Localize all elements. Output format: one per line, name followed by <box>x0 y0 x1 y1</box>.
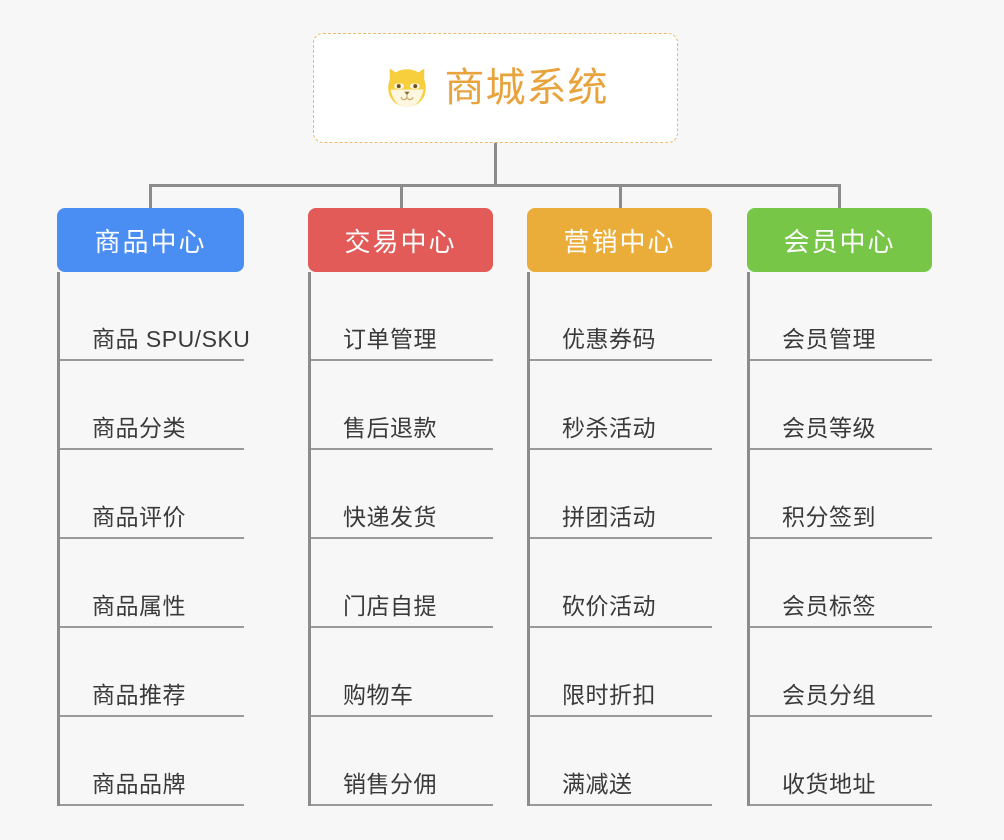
leaf-item[interactable]: 商品评价 <box>60 450 244 539</box>
leaf-label: 商品属性 <box>92 592 186 619</box>
category-label: 商品中心 <box>94 226 207 257</box>
connector-drop-product-center <box>149 184 152 209</box>
leaf-label: 销售分佣 <box>343 770 437 797</box>
leaf-item[interactable]: 商品属性 <box>60 539 244 628</box>
branch-product-center: 商品中心 商品 SPU/SKU 商品分类 商品评价 商品属性 商品推荐 商品品牌 <box>57 208 250 806</box>
leaf-item[interactable]: 会员标签 <box>750 539 932 628</box>
leaf-item[interactable]: 订单管理 <box>311 272 493 361</box>
leaf-label: 限时折扣 <box>562 681 656 708</box>
leaf-list-marketing-center: 优惠券码 秒杀活动 拼团活动 砍价活动 限时折扣 满减送 <box>527 272 712 806</box>
leaf-label: 优惠券码 <box>562 325 656 352</box>
leaf-label: 会员管理 <box>782 325 876 352</box>
leaf-item[interactable]: 快递发货 <box>311 450 493 539</box>
root-title: 商城系统 <box>444 66 609 110</box>
leaf-label: 收货地址 <box>782 770 876 797</box>
leaf-list-member-center: 会员管理 会员等级 积分签到 会员标签 会员分组 收货地址 <box>747 272 932 806</box>
leaf-item[interactable]: 售后退款 <box>311 361 493 450</box>
leaf-item[interactable]: 收货地址 <box>750 717 932 806</box>
leaf-label: 商品推荐 <box>92 681 186 708</box>
branch-member-center: 会员中心 会员管理 会员等级 积分签到 会员标签 会员分组 收货地址 <box>747 208 932 806</box>
leaf-item[interactable]: 商品推荐 <box>60 628 244 717</box>
leaf-item[interactable]: 销售分佣 <box>311 717 493 806</box>
category-header-product-center[interactable]: 商品中心 <box>57 208 244 272</box>
leaf-label: 门店自提 <box>343 592 437 619</box>
leaf-item[interactable]: 拼团活动 <box>530 450 712 539</box>
connector-horizontal-bus <box>150 184 840 187</box>
connector-root-stem <box>494 143 497 186</box>
branch-trade-center: 交易中心 订单管理 售后退款 快递发货 门店自提 购物车 销售分佣 <box>308 208 493 806</box>
connector-drop-marketing-center <box>619 184 622 209</box>
connector-drop-trade-center <box>400 184 403 209</box>
category-header-trade-center[interactable]: 交易中心 <box>308 208 493 272</box>
leaf-item[interactable]: 会员等级 <box>750 361 932 450</box>
leaf-label: 售后退款 <box>343 414 437 441</box>
leaf-label: 秒杀活动 <box>562 414 656 441</box>
leaf-label: 会员标签 <box>782 592 876 619</box>
leaf-item[interactable]: 优惠券码 <box>530 272 712 361</box>
category-label: 营销中心 <box>563 226 676 257</box>
leaf-item[interactable]: 积分签到 <box>750 450 932 539</box>
category-label: 交易中心 <box>344 226 457 257</box>
category-label: 会员中心 <box>783 226 896 257</box>
leaf-label: 商品分类 <box>92 414 186 441</box>
leaf-item[interactable]: 商品品牌 <box>60 717 244 806</box>
leaf-label: 商品 SPU/SKU <box>92 325 251 352</box>
leaf-label: 快递发货 <box>343 503 437 530</box>
leaf-item[interactable]: 会员分组 <box>750 628 932 717</box>
leaf-label: 积分签到 <box>782 503 876 530</box>
leaf-list-product-center: 商品 SPU/SKU 商品分类 商品评价 商品属性 商品推荐 商品品牌 <box>57 272 250 806</box>
leaf-item[interactable]: 商品 SPU/SKU <box>60 272 250 361</box>
leaf-item[interactable]: 会员管理 <box>750 272 932 361</box>
leaf-label: 商品评价 <box>92 503 186 530</box>
category-header-marketing-center[interactable]: 营销中心 <box>527 208 712 272</box>
leaf-item[interactable]: 砍价活动 <box>530 539 712 628</box>
shiba-dog-face-icon <box>387 68 426 107</box>
leaf-label: 满减送 <box>562 770 633 797</box>
leaf-label: 拼团活动 <box>562 503 656 530</box>
leaf-label: 会员等级 <box>782 414 876 441</box>
leaf-item[interactable]: 秒杀活动 <box>530 361 712 450</box>
leaf-item[interactable]: 门店自提 <box>311 539 493 628</box>
category-header-member-center[interactable]: 会员中心 <box>747 208 932 272</box>
leaf-item[interactable]: 购物车 <box>311 628 493 717</box>
root-node[interactable]: 商城系统 <box>313 33 678 143</box>
branch-marketing-center: 营销中心 优惠券码 秒杀活动 拼团活动 砍价活动 限时折扣 满减送 <box>527 208 712 806</box>
leaf-item[interactable]: 商品分类 <box>60 361 244 450</box>
leaf-label: 订单管理 <box>343 325 437 352</box>
connector-drop-member-center <box>838 184 841 209</box>
leaf-item[interactable]: 满减送 <box>530 717 712 806</box>
leaf-label: 商品品牌 <box>92 770 186 797</box>
leaf-label: 购物车 <box>343 681 414 708</box>
leaf-label: 砍价活动 <box>562 592 656 619</box>
leaf-item[interactable]: 限时折扣 <box>530 628 712 717</box>
leaf-list-trade-center: 订单管理 售后退款 快递发货 门店自提 购物车 销售分佣 <box>308 272 493 806</box>
leaf-label: 会员分组 <box>782 681 876 708</box>
